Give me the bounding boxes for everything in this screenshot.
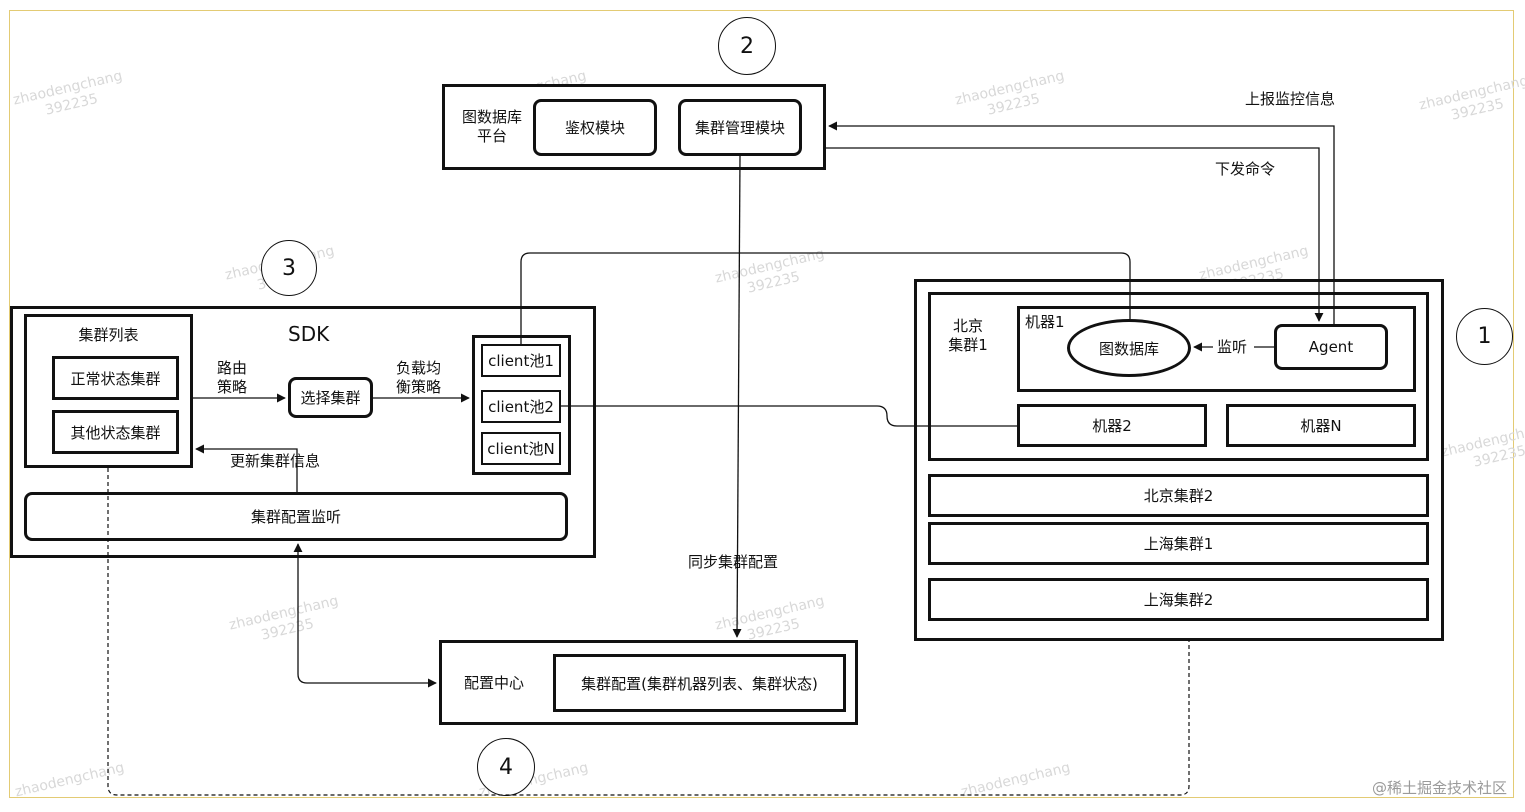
other-clusters-box: 其他状态集群 bbox=[52, 410, 179, 454]
footer-credit: @稀土掘金技术社区 bbox=[1371, 779, 1507, 797]
shanghai-cluster-2-label: 上海集群2 bbox=[1143, 591, 1214, 609]
issue-command-label: 下发命令 bbox=[1215, 160, 1276, 178]
beijing-cluster-1-title: 北京 集群1 bbox=[948, 317, 988, 354]
step-circle-2: 2 bbox=[718, 17, 776, 75]
machine-1-label: 机器1 bbox=[1025, 313, 1065, 331]
cluster-mgmt-module-box: 集群管理模块 bbox=[678, 99, 802, 156]
step-circle-1: 1 bbox=[1456, 308, 1513, 365]
client-pool-1-label: client池1 bbox=[488, 352, 554, 370]
step-circle-3: 3 bbox=[261, 240, 317, 296]
platform-title: 图数据库 平台 bbox=[461, 108, 522, 145]
client-pool-2-link bbox=[561, 405, 1017, 427]
load-balance-label: 负载均 衡策略 bbox=[396, 359, 442, 396]
select-cluster-box: 选择集群 bbox=[288, 377, 373, 418]
machine-n-label: 机器N bbox=[1300, 417, 1342, 435]
client-pool-2-label: client池2 bbox=[488, 398, 554, 416]
update-cluster-info-arrow bbox=[195, 444, 298, 492]
beijing-cluster-2-label: 北京集群2 bbox=[1143, 487, 1214, 505]
agent-box: Agent bbox=[1274, 324, 1388, 370]
normal-clusters-box: 正常状态集群 bbox=[52, 356, 179, 400]
step-number: 1 bbox=[1477, 324, 1492, 349]
client-pool-n-label: client池N bbox=[487, 440, 555, 458]
machine-2-box: 机器2 bbox=[1017, 404, 1207, 447]
client-pool-n: client池N bbox=[481, 432, 561, 465]
config-listener-box: 集群配置监听 bbox=[24, 492, 568, 541]
cluster-list-title: 集群列表 bbox=[78, 326, 139, 344]
report-monitoring-label: 上报监控信息 bbox=[1245, 90, 1336, 108]
issue-command-arrow bbox=[826, 147, 1324, 322]
auth-module-label: 鉴权模块 bbox=[564, 119, 625, 137]
route-strategy-label: 路由 策略 bbox=[217, 359, 248, 396]
agent-label: Agent bbox=[1308, 338, 1354, 356]
cluster-mgmt-module-label: 集群管理模块 bbox=[694, 119, 785, 137]
monitor-label: 监听 bbox=[1217, 338, 1248, 356]
listener-config-center-arrow bbox=[293, 543, 437, 688]
cluster-config-label: 集群配置(集群机器列表、集群状态) bbox=[581, 674, 818, 693]
sync-config-arrow bbox=[732, 155, 742, 638]
step-number: 2 bbox=[740, 33, 754, 59]
client-pool-1-link bbox=[520, 252, 1131, 344]
sdk-title: SDK bbox=[288, 322, 330, 346]
config-listener-label: 集群配置监听 bbox=[250, 508, 341, 526]
graph-db-node: 图数据库 bbox=[1067, 319, 1191, 377]
shanghai-cluster-1-label: 上海集群1 bbox=[1143, 535, 1214, 553]
select-cluster-label: 选择集群 bbox=[300, 389, 361, 407]
graph-db-label: 图数据库 bbox=[1098, 339, 1159, 358]
dashed-loop bbox=[107, 468, 1190, 796]
machine-n-box: 机器N bbox=[1226, 404, 1416, 447]
shanghai-cluster-1-box: 上海集群1 bbox=[928, 522, 1429, 565]
report-monitoring-arrow bbox=[828, 121, 1335, 324]
step-circle-4: 4 bbox=[477, 738, 535, 796]
auth-module-box: 鉴权模块 bbox=[533, 99, 657, 156]
step-number: 3 bbox=[282, 255, 296, 281]
client-pool-1: client池1 bbox=[481, 344, 561, 377]
other-clusters-label: 其他状态集群 bbox=[70, 423, 161, 442]
beijing-cluster-2-box: 北京集群2 bbox=[928, 474, 1429, 517]
config-center-title: 配置中心 bbox=[464, 674, 525, 692]
sync-cluster-config-label: 同步集群配置 bbox=[688, 553, 779, 571]
machine-2-label: 机器2 bbox=[1092, 417, 1132, 435]
client-pool-2: client池2 bbox=[481, 390, 561, 423]
step-number: 4 bbox=[499, 754, 513, 780]
diagram-frame bbox=[9, 10, 1514, 798]
normal-clusters-label: 正常状态集群 bbox=[70, 369, 161, 388]
shanghai-cluster-2-box: 上海集群2 bbox=[928, 578, 1429, 621]
cluster-config-box: 集群配置(集群机器列表、集群状态) bbox=[553, 654, 846, 712]
